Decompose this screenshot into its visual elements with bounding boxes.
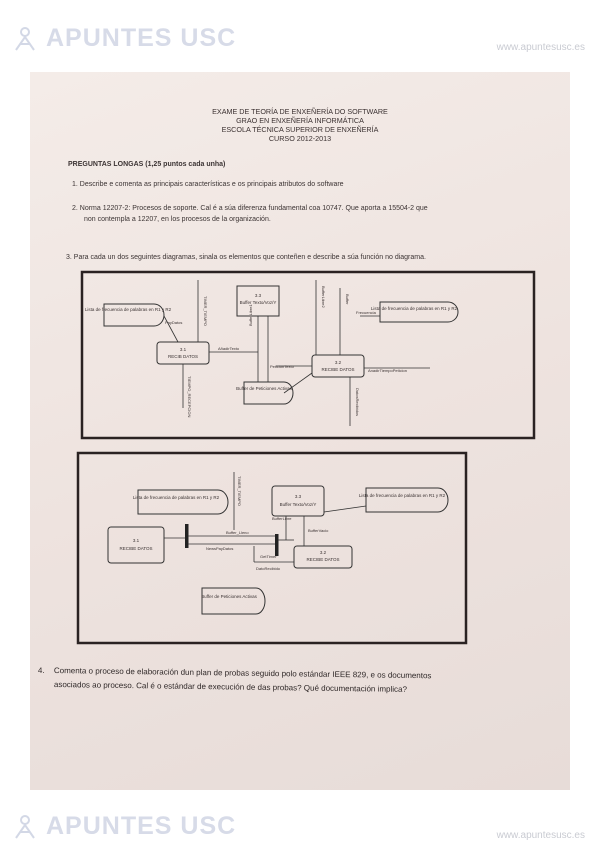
diagram-1-frame: [80, 270, 536, 440]
diagram-2-process-top-label: Buffer Texto/Voz/Y: [280, 502, 317, 507]
question-4-number: 4.: [37, 665, 45, 676]
svg-text:PeticionTexto: PeticionTexto: [270, 364, 295, 369]
diagram-2-frame: [76, 451, 468, 645]
svg-text:GetTimer: GetTimer: [260, 554, 277, 559]
apuntes-logo-icon: [15, 814, 35, 839]
watermark-site-bottom[interactable]: www.apuntesusc.es: [496, 830, 585, 841]
diagram-1-store-right-label: Lista de frecuencia de palabras en R1 y …: [371, 306, 458, 311]
diagram-1-process-top-label: Buffer Texto/Voz/Y: [240, 300, 277, 305]
diagram-1-store-right: [379, 301, 459, 323]
diagram-1-store-bottom: [243, 381, 294, 405]
brand-name: APUNTES USC: [46, 812, 237, 840]
diagram-1-process-left: [156, 341, 210, 365]
exam-title-line-4: CURSO 2012-2013: [268, 134, 332, 143]
diagram-1-store-bottom-label: Buffer de Peticiones Activas: [236, 386, 292, 391]
exam-title-line-2: GRAO EN ENXEÑERÍA INFORMÁTICA: [236, 116, 364, 125]
diagram-2-process-left-label: RECIBE DATOS: [119, 546, 152, 551]
svg-text:NewsPayDatos: NewsPayDatos: [206, 546, 233, 551]
svg-text:DatosRecibidos: DatosRecibidos: [355, 388, 360, 416]
diagram-2-process-top: [271, 485, 325, 517]
svg-text:BufferVacio: BufferVacio: [308, 528, 329, 533]
svg-text:3.2: 3.2: [320, 550, 327, 555]
exam-title-line-3: ESCOLA TÉCNICA SUPERIOR DE ENXEÑERÍA: [221, 125, 379, 134]
diagram-1-process-right: [311, 354, 365, 378]
svg-text:Buffer_Lleno: Buffer_Lleno: [226, 530, 249, 535]
diagram-2-store-bottom: [201, 587, 266, 615]
diagram-2-bar-2: [275, 534, 279, 556]
svg-text:BufferLibre1: BufferLibre1: [248, 304, 253, 326]
diagram-2-process-right-label: RECIBE DATOS: [306, 557, 339, 562]
svg-text:Buffer: Buffer: [345, 294, 350, 305]
svg-text:TIMER_TIEMPO: TIMER_TIEMPO: [237, 476, 242, 506]
diagram-2-process-right: [293, 545, 353, 569]
diagram-2-process-left: [107, 526, 165, 564]
watermark-brand-top: APUNTES USC: [12, 24, 236, 53]
svg-text:3.3: 3.3: [255, 293, 262, 298]
diagram-2-store-right: [365, 487, 449, 513]
diagram-2-store-left: [137, 489, 229, 515]
svg-text:PayDatos: PayDatos: [165, 320, 182, 325]
diagram-2-store-right-label: Lista de frecuencia de palabras en R1 y …: [359, 493, 446, 498]
diagram-2-store-bottom-label: Buffer de Peticiones Activas: [201, 594, 257, 599]
watermark-brand-bottom: APUNTES USC: [12, 812, 236, 841]
question-2-line-1: 2. Norma 12207-2: Procesos de soporte. C…: [72, 205, 428, 212]
svg-text:AñadirTexto: AñadirTexto: [218, 346, 240, 351]
svg-text:AnadirTiempoPeticion: AnadirTiempoPeticion: [368, 368, 407, 373]
diagram-2-store-left-label: Lista de frecuencia de palabras en R1 y …: [133, 495, 220, 500]
svg-text:BufferLibre2: BufferLibre2: [321, 286, 326, 308]
svg-text:3.2: 3.2: [335, 360, 342, 365]
brand-name: APUNTES USC: [46, 24, 237, 52]
svg-text:Frecuencia: Frecuencia: [356, 310, 377, 315]
svg-text:BufferLibre: BufferLibre: [272, 516, 292, 521]
section-heading: PREGUNTAS LONGAS (1,25 puntos cada unha): [68, 161, 226, 168]
svg-text:3.1: 3.1: [133, 538, 140, 543]
apuntes-logo-icon: [15, 26, 35, 51]
question-1: 1. Describe e comenta as principais cara…: [72, 181, 344, 188]
question-2-line-2: non contempla a 12207, en los procesos d…: [84, 216, 271, 223]
diagram-1-store-left-label: Lista de frecuencia de palabras en R1 y …: [85, 307, 172, 312]
diagram-2-bar-1: [185, 524, 189, 548]
exam-paper: EXAME DE TEORÍA DE ENXEÑERÍA DO SOFTWARE…: [30, 72, 570, 790]
diagram-1-process-right-label: RECIBE DATOS: [321, 367, 354, 372]
diagram-2: Lista de frecuencia de palabras en R1 y …: [76, 451, 468, 645]
diagram-1: Lista de frecuencia de palabras en R1 y …: [80, 270, 536, 440]
exam-title-line-1: EXAME DE TEORÍA DE ENXEÑERÍA DO SOFTWARE: [212, 107, 388, 116]
watermark-site-top[interactable]: www.apuntesusc.es: [496, 42, 585, 53]
svg-text:TIMER_TIEMPO: TIMER_TIEMPO: [203, 296, 208, 326]
svg-text:3.3: 3.3: [295, 494, 302, 499]
diagram-1-process-left-label: RECIB DATOS: [168, 354, 198, 359]
svg-text:DatoRecibido: DatoRecibido: [256, 566, 281, 571]
svg-text:TIEMPO_RECEPCION: TIEMPO_RECEPCION: [187, 376, 192, 417]
svg-text:3.1: 3.1: [180, 347, 187, 352]
question-3: 3. Para cada un dos seguintes diagramas,…: [66, 254, 426, 261]
